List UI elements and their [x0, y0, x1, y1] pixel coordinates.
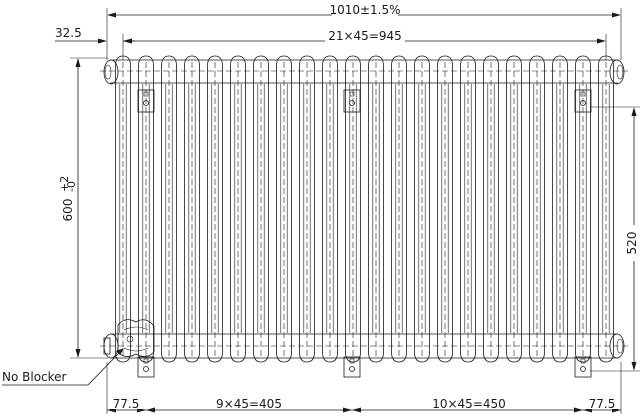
brackets-group: [137, 89, 592, 378]
end-cap-bottom-right: [609, 333, 625, 359]
radiator-column: [161, 55, 177, 363]
wall-bracket-top: [137, 89, 155, 113]
end-cap-top-right: [609, 59, 625, 85]
radiator-column: [299, 55, 315, 363]
radiator-column: [138, 55, 154, 363]
pitch-span-dimension: 21×45=945: [122, 29, 607, 60]
bottom-left-span-label: 9×45=405: [216, 397, 282, 411]
bracket-height-label: 520: [625, 232, 639, 255]
height-dimension: 600 +2 -0: [58, 57, 108, 359]
wall-bracket-bottom: [574, 356, 592, 378]
radiator-column: [483, 55, 499, 363]
left-offset-dimension: 32.5: [55, 26, 135, 44]
radiator-column: [529, 55, 545, 363]
height-tolerance-upper: +2: [58, 176, 71, 192]
bracket-height-dimension: 520: [590, 106, 640, 372]
wall-bracket-top: [574, 89, 592, 113]
height-tolerance-lower: -0: [65, 181, 78, 192]
bottom-left-offset-label: 77.5: [113, 397, 140, 411]
radiator-column: [322, 55, 338, 363]
columns-group: [115, 55, 614, 363]
radiator-body: [100, 59, 630, 359]
radiator-column: [552, 55, 568, 363]
radiator-column: [391, 55, 407, 363]
pitch-span-label: 21×45=945: [328, 29, 402, 43]
no-blocker-label: No Blocker: [2, 370, 67, 384]
overall-width-label: 1010±1.5%: [329, 3, 400, 17]
radiator-column: [345, 55, 361, 363]
no-blocker-valve: [117, 319, 155, 357]
overall-width-dimension: 1010±1.5%: [106, 3, 622, 60]
radiator-column: [575, 55, 591, 363]
left-offset-label: 32.5: [55, 26, 82, 40]
wall-bracket-top: [343, 89, 361, 113]
bottom-dimensions: 77.5 9×45=405 10×45=450 77.5: [106, 362, 622, 414]
radiator-column: [207, 55, 223, 363]
height-label: 600: [61, 199, 75, 222]
radiator-column: [276, 55, 292, 363]
bottom-right-offset-label: 77.5: [589, 397, 616, 411]
bottom-right-span-label: 10×45=450: [432, 397, 506, 411]
radiator-column: [414, 55, 430, 363]
no-blocker-callout: No Blocker: [2, 348, 124, 386]
radiator-column: [460, 55, 476, 363]
radiator-column: [230, 55, 246, 363]
radiator-column: [115, 55, 131, 363]
wall-bracket-bottom: [343, 356, 361, 378]
radiator-column: [253, 55, 269, 363]
radiator-column: [184, 55, 200, 363]
wall-bracket-bottom: [137, 356, 155, 378]
radiator-column: [437, 55, 453, 363]
radiator-column: [506, 55, 522, 363]
end-cap-top-left: [103, 59, 119, 85]
radiator-column: [598, 55, 614, 363]
radiator-column: [368, 55, 384, 363]
